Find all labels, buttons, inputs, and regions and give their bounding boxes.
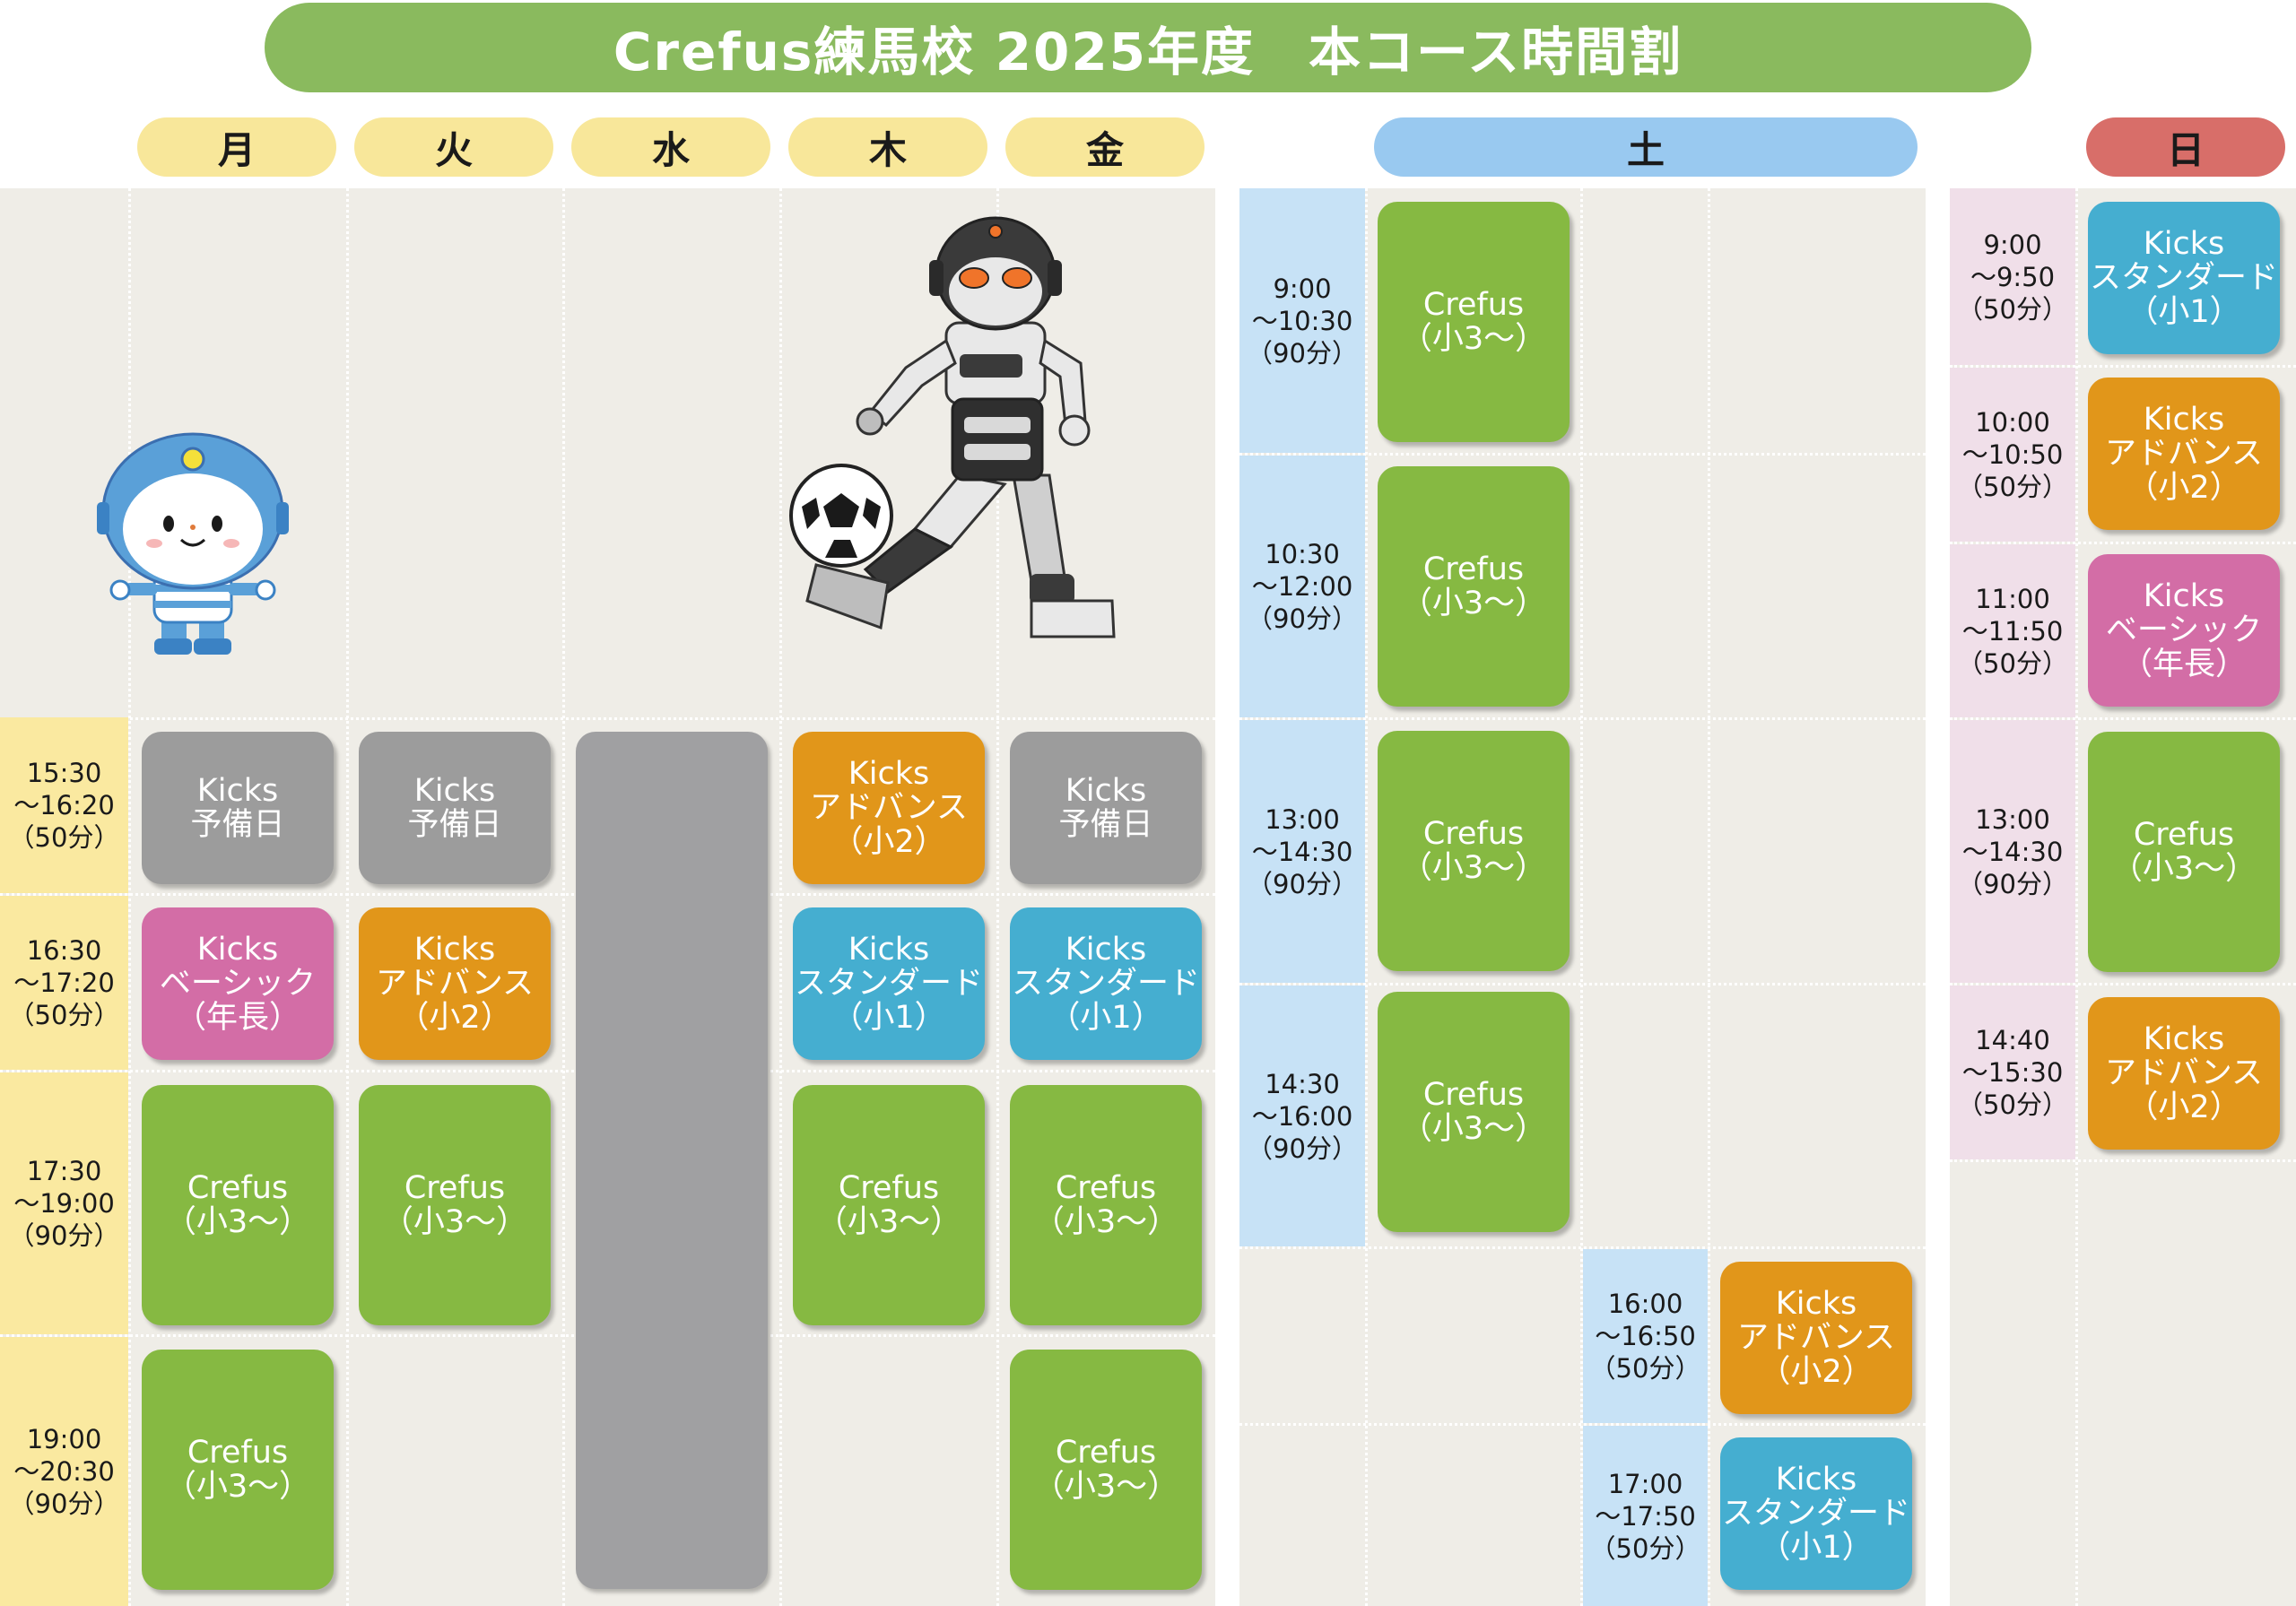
grid-line [346, 188, 349, 1606]
grid-line [1239, 1423, 1926, 1426]
mascot-character-icon [97, 432, 289, 655]
grid-line [2075, 188, 2078, 1606]
time-slot: 14:30〜16:00（90分） [1239, 985, 1365, 1246]
time-slot: 10:00〜10:50（50分） [1950, 368, 2075, 542]
timetable-title: Crefus練馬校 2025年度 本コース時間割 [265, 3, 2031, 92]
grid-line [1950, 1159, 2296, 1162]
day-header-thursday: 木 [788, 117, 987, 177]
grid-line [1708, 188, 1710, 1606]
class-card-crefus[interactable]: Crefus（小3〜） [793, 1085, 985, 1325]
soccer-robot-icon [789, 216, 1116, 638]
day-header-monday: 月 [137, 117, 336, 177]
class-card-crefus[interactable]: Crefus（小3〜） [2088, 732, 2280, 972]
grid-line [1950, 365, 2296, 368]
time-slot: 9:00〜10:30（90分） [1239, 188, 1365, 453]
class-card-crefus[interactable]: Crefus（小3〜） [1378, 731, 1570, 971]
grid-line [1950, 542, 2296, 544]
class-card-crefus[interactable]: Crefus（小3〜） [1378, 466, 1570, 707]
time-slot: 14:40〜15:30（50分） [1950, 985, 2075, 1159]
grid-line [562, 188, 565, 1606]
grid-line [1239, 1246, 1926, 1249]
grid-line [0, 717, 1215, 720]
time-slot: 11:00〜11:50（50分） [1950, 544, 2075, 717]
time-slot: 17:30〜19:00（90分） [0, 1072, 128, 1334]
time-slot: 19:00〜20:30（90分） [0, 1337, 128, 1606]
grid-line [1950, 983, 2296, 985]
time-slot: 15:30〜16:20（50分） [0, 717, 128, 893]
grid-line [779, 188, 782, 1606]
day-header-wednesday: 水 [571, 117, 770, 177]
time-slot: 16:00〜16:50（50分） [1583, 1249, 1708, 1423]
class-card-crefus[interactable]: Crefus（小3〜） [359, 1085, 551, 1325]
class-card-crefus[interactable]: Crefus（小3〜） [1010, 1350, 1202, 1590]
time-slot: 13:00〜14:30（90分） [1950, 720, 2075, 983]
day-header-sunday: 日 [2086, 117, 2285, 177]
time-slot: 10:30〜12:00（90分） [1239, 456, 1365, 717]
class-card-crefus[interactable]: Crefus（小3〜） [1378, 992, 1570, 1232]
day-header-tuesday: 火 [354, 117, 553, 177]
grid-line [996, 188, 999, 1606]
grid-line [1239, 717, 1926, 720]
day-header-saturday: 土 [1374, 117, 1918, 177]
day-header-friday: 金 [1005, 117, 1205, 177]
class-card-crefus[interactable]: Crefus（小3〜） [1378, 202, 1570, 442]
grid-line [1580, 188, 1583, 1606]
time-slot: 9:00〜9:50（50分） [1950, 188, 2075, 365]
class-card-crefus[interactable]: Crefus（小3〜） [1010, 1085, 1202, 1325]
wednesday-no-class-bar [576, 732, 768, 1589]
time-slot: 16:30〜17:20（50分） [0, 896, 128, 1070]
grid-line [1239, 983, 1926, 985]
class-card-crefus[interactable]: Crefus（小3〜） [142, 1350, 334, 1590]
time-slot: 13:00〜14:30（90分） [1239, 720, 1365, 983]
grid-line [1365, 188, 1368, 1606]
grid-line [128, 188, 131, 1606]
time-slot: 17:00〜17:50（50分） [1583, 1426, 1708, 1606]
grid-line [1239, 453, 1926, 456]
grid-line [1950, 717, 2296, 720]
class-card-crefus[interactable]: Crefus（小3〜） [142, 1085, 334, 1325]
